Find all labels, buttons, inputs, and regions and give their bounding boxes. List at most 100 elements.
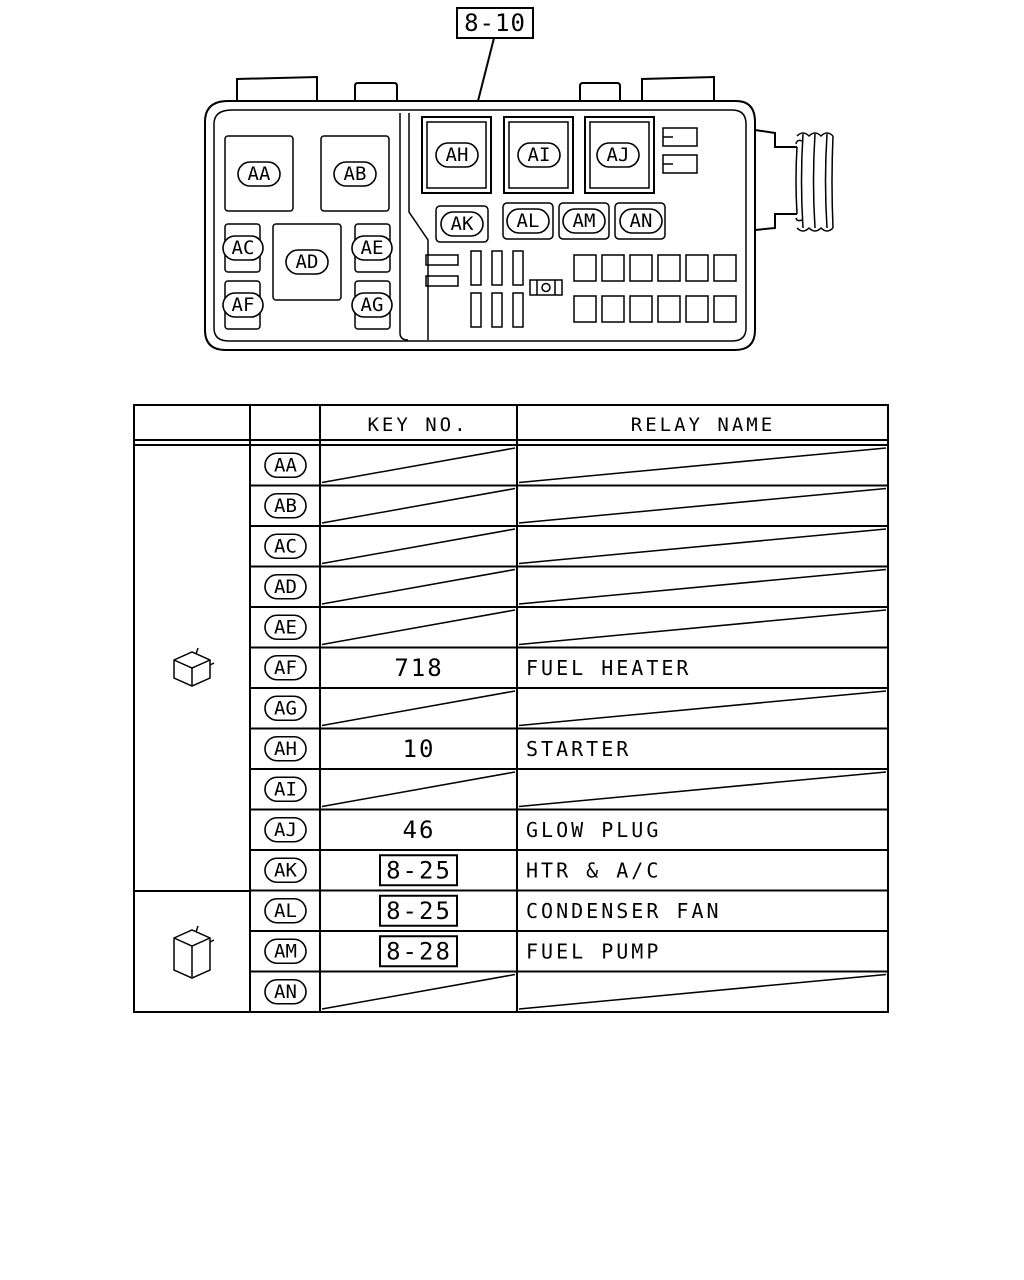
name-empty-slash	[518, 609, 887, 646]
box-label-ak: AK	[451, 213, 474, 235]
box-label-am: AM	[573, 210, 596, 232]
key-number: 8-28	[386, 937, 452, 965]
name-empty-slash	[518, 447, 887, 484]
fuse-block	[425, 250, 563, 328]
relay-socket-ac: AC	[222, 223, 264, 273]
table-row: AL 8-25 CONDENSER FAN	[250, 894, 888, 932]
relay-socket-ai: AI	[503, 116, 574, 194]
name-empty-slash	[518, 568, 887, 605]
name-empty-slash	[518, 690, 887, 727]
name-empty-slash	[518, 487, 887, 524]
box-label-aa: AA	[248, 163, 271, 185]
relay-socket-af: AF	[222, 280, 264, 330]
table-row: AA	[250, 447, 888, 487]
row-label: AL	[274, 900, 297, 922]
row-label: AG	[274, 697, 297, 719]
relay-box-drawing: 8-10 AA	[204, 7, 834, 351]
table-row: AG	[250, 690, 888, 730]
table-row: AB	[250, 487, 888, 527]
key-number: 718	[394, 654, 443, 682]
row-label: AM	[274, 940, 297, 962]
key-ref-box	[379, 894, 458, 927]
box-label-aj: AJ	[607, 144, 630, 166]
table-row: AI	[250, 771, 888, 811]
relay-name: GLOW PLUG	[526, 818, 661, 842]
table-row: AC	[250, 528, 888, 568]
relay-socket-an: AN	[614, 202, 666, 240]
name-empty-slash	[518, 771, 887, 808]
row-label: AC	[274, 535, 297, 557]
relay-name: CONDENSER FAN	[526, 899, 722, 923]
relay-socket-aj: AJ	[584, 116, 655, 194]
reference-box	[456, 7, 534, 39]
table-row: AE	[250, 609, 888, 649]
relay-small-icon	[173, 647, 215, 687]
header-key-no: KEY NO.	[367, 414, 468, 436]
relay-socket-al: AL	[502, 202, 554, 240]
housing-outer	[204, 100, 756, 351]
row-label: AF	[274, 657, 297, 679]
key-empty-slash	[321, 528, 516, 565]
box-label-ai: AI	[528, 144, 551, 166]
key-empty-slash	[321, 568, 516, 605]
row-label: AA	[274, 454, 297, 476]
box-label-al: AL	[517, 210, 540, 232]
name-empty-slash	[518, 528, 887, 565]
box-label-ag: AG	[361, 294, 384, 316]
relay-tall-icon	[173, 925, 215, 979]
box-label-ab: AB	[344, 163, 367, 185]
table-row: AD	[250, 568, 888, 608]
row-label: AD	[274, 576, 297, 598]
row-label: AB	[274, 495, 297, 517]
table-row: AN	[264, 973, 887, 1010]
key-number: 46	[403, 816, 436, 844]
key-empty-slash	[321, 487, 516, 524]
key-number: 10	[403, 735, 436, 763]
relay-socket-ae: AE	[351, 223, 393, 273]
box-label-ac: AC	[232, 237, 255, 259]
row-label: AI	[274, 778, 297, 800]
relay-socket-ag: AG	[351, 280, 393, 330]
box-label-an: AN	[630, 210, 653, 232]
name-empty-slash	[518, 973, 887, 1010]
row-label: AK	[274, 859, 297, 881]
box-label-ah: AH	[446, 144, 469, 166]
box-label-af: AF	[232, 294, 255, 316]
key-empty-slash	[321, 771, 516, 808]
relay-socket-ad: AD	[272, 223, 342, 301]
table-row: AK 8-25 HTR & A/C	[250, 854, 888, 892]
relay-name: FUEL PUMP	[526, 939, 661, 963]
table-row: AM 8-28 FUEL PUMP	[250, 935, 888, 973]
fuse-grid	[573, 254, 737, 323]
key-number: 8-25	[386, 897, 452, 925]
reference-label: 8-10	[464, 9, 526, 37]
table-border	[133, 404, 889, 1013]
relay-socket-ak: AK	[435, 205, 489, 243]
row-label: AJ	[274, 819, 297, 841]
key-empty-slash	[321, 690, 516, 727]
table-row: AH 10 STARTER	[250, 735, 888, 770]
relay-socket-ab: AB	[320, 135, 390, 212]
key-ref-box	[379, 854, 458, 887]
relay-socket-aa: AA	[224, 135, 294, 212]
header-relay-name: RELAY NAME	[631, 414, 775, 436]
key-empty-slash	[321, 609, 516, 646]
key-empty-slash	[321, 447, 516, 484]
row-label: AE	[274, 616, 297, 638]
row-label: AN	[274, 981, 297, 1003]
relay-socket-am: AM	[558, 202, 610, 240]
key-empty-slash	[321, 973, 516, 1010]
key-ref-box	[379, 935, 458, 968]
relay-name: STARTER	[526, 737, 631, 761]
row-label: AH	[274, 738, 297, 760]
key-number: 8-25	[386, 856, 452, 884]
box-label-ad: AD	[296, 251, 319, 273]
reference-leader	[477, 37, 495, 102]
relay-socket-ah: AH	[421, 116, 492, 194]
box-label-ae: AE	[361, 237, 384, 259]
relay-name: HTR & A/C	[526, 858, 661, 882]
